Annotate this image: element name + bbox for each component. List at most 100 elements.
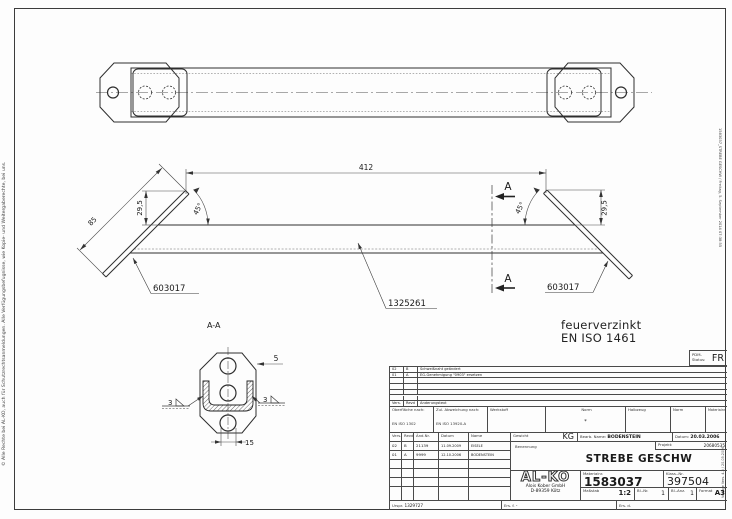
revision-rev: B — [404, 367, 418, 372]
title-block: PDM- Status: FR 02 B Schweißnaht geänder… — [389, 350, 727, 510]
bearb-value: BODENSTEIN — [607, 435, 641, 440]
angle-right: 45° — [514, 187, 540, 226]
change-header-datum: Datum — [438, 432, 468, 441]
urspr-cell: Urspr. 1329727 — [389, 500, 501, 510]
datum-cell: Datum: 20.03.2006 — [672, 432, 727, 441]
benennung-cell: Benennung Projekt: 20680535 STREBE GESCH… — [510, 441, 727, 470]
revision-row-empty — [390, 378, 727, 385]
change-header-vers: Vers. — [389, 432, 401, 441]
change-name: BODENSTEIN — [468, 450, 510, 459]
drawing-frame — [14, 8, 726, 510]
change-datum: 11.09.2009 — [438, 441, 468, 450]
change-vers: 02 — [389, 441, 401, 450]
change-vers: 01 — [389, 450, 401, 459]
halbzeug-cell: Halbzeug — [625, 406, 670, 432]
revision-row: 01 A EG-Genehmigung "0903" ersetzen — [390, 372, 727, 379]
benennung-label: Benennung — [515, 444, 537, 449]
change-header-rev: Revd — [401, 432, 413, 441]
part-labels: 603017 1325261 603017 — [132, 242, 609, 309]
section-title: A-A — [207, 321, 221, 330]
materialnr-header-label: Materialnr. — [708, 408, 727, 412]
format-label: Format — [699, 488, 713, 493]
massstab-label: Maßstab — [583, 488, 600, 493]
section-plate-outline — [199, 352, 257, 434]
pdm-status-value: FR — [711, 353, 724, 364]
blanz-cell: Bl.-Anz. 1 — [668, 487, 696, 500]
werkstoff-label: Werkstoff — [490, 407, 509, 412]
revision-text: Schweißnaht geändert — [420, 367, 461, 371]
revision-row: 02 B Schweißnaht geändert — [390, 367, 727, 373]
section-letter-bottom: A — [504, 273, 512, 285]
label-plate-right: 603017 — [547, 283, 579, 293]
company-city: D-89359 Kötz — [530, 489, 561, 494]
materialnr-label: Materialnr. — [583, 471, 604, 476]
gusset-right — [543, 189, 633, 280]
change-header-name: Name — [468, 432, 510, 441]
materialnr-cell: Materialnr. 1583037 — [580, 470, 663, 487]
bearb-label: Bearb. Name: — [580, 434, 607, 439]
weld-symbol-right: 3 — [251, 395, 285, 406]
massstab-value: 1:2 — [618, 489, 631, 497]
blanz-label: Bl.-Anz. — [671, 488, 686, 493]
change-nr: 21139 — [413, 441, 438, 450]
pdm-status-label2: Status: — [692, 356, 706, 362]
revision-table: 02 B Schweißnaht geändert 01 A EG-Genehm… — [389, 366, 727, 406]
channel-outline — [130, 67, 612, 118]
bearb-cell: Bearb. Name: BODENSTEIN — [577, 432, 672, 441]
dim-offset-right-text: 29,5 — [601, 200, 609, 216]
revision-row-empty — [390, 389, 727, 396]
materialnr-value: 1583037 — [584, 474, 643, 487]
revision-text: EG-Genehmigung "0903" ersetzen — [420, 372, 483, 377]
top-view — [96, 62, 652, 123]
section-cut: A A — [491, 181, 515, 295]
revision-vers: 02 — [390, 367, 404, 372]
ersf-label: Ers. f. — [504, 503, 515, 508]
tolerance-cell: Zul. Abweichung nach: EN ISO 13920-A — [433, 406, 487, 432]
tolerance-value: EN ISO 13920-A — [436, 420, 467, 426]
dim-length-text: 412 — [359, 163, 374, 172]
projekt-value: 20680535 — [703, 443, 725, 448]
massstab-cell: Maßstab 1:2 — [580, 487, 634, 500]
revision-rev: A — [404, 372, 418, 378]
format-value: A3 — [714, 489, 725, 497]
dim-offset-left: 29,5 — [136, 190, 184, 226]
change-rev: A — [401, 450, 413, 459]
angle-left: 45° — [192, 187, 210, 226]
projekt-label: Projekt: — [658, 442, 673, 447]
urspr-value: 1329727 — [404, 503, 424, 508]
revision-row-empty — [390, 395, 727, 402]
surface-label: Oberfläche nach: — [392, 407, 425, 412]
angle-right-text: 45° — [514, 201, 527, 216]
revision-row-empty — [390, 384, 727, 390]
finish-note-line2: EN ISO 1461 — [561, 331, 637, 345]
blnr-cell: Bl.-Nr. 1 — [634, 487, 668, 500]
norm2-label: Norm — [673, 407, 684, 412]
weld-symbol-left: 3 — [162, 395, 204, 409]
section-letter-top: A — [504, 181, 512, 193]
side-view: 412 85 29,5 29,5 — [76, 163, 633, 309]
surface-cell: Oberfläche nach: EN ISO 1302 — [389, 406, 433, 432]
norm1-label: Norm — [581, 407, 592, 412]
company-cell: AL-KO Alois Kober GmbH D-89359 Kötz — [510, 470, 580, 500]
finish-note-line1: feuerverzinkt — [561, 318, 642, 332]
format-cell: Format A3 — [696, 487, 727, 500]
weld-size-right-text: 3 — [263, 396, 267, 404]
pdm-status-label: PDM- — [692, 352, 702, 357]
norm1-value: * — [584, 418, 587, 425]
materialnr-header-cell: Materialnr. — [705, 406, 727, 432]
change-header-nr: Änd.Nr. — [413, 432, 438, 441]
end-fitting-right — [546, 62, 635, 123]
part-title: STREBE GESCHW — [585, 453, 693, 465]
klassnr-cell: Klass.-Nr. 397504 — [663, 470, 727, 487]
dim-plate-thickness-text: 5 — [274, 354, 279, 363]
dim-plate-width-text: 85 — [87, 216, 99, 228]
dim-channel-width: 15 — [211, 428, 254, 447]
change-rev: B — [401, 441, 413, 450]
revision-header-rev: Revd — [404, 401, 418, 406]
tolerance-label: Zul. Abweichung nach: — [436, 407, 480, 412]
werkstoff-cell: Werkstoff — [487, 406, 545, 432]
pdm-status-box: PDM- Status: FR — [689, 350, 727, 366]
revision-header-vers: Vers. — [390, 401, 404, 406]
klassnr-value: 397504 — [667, 474, 709, 487]
